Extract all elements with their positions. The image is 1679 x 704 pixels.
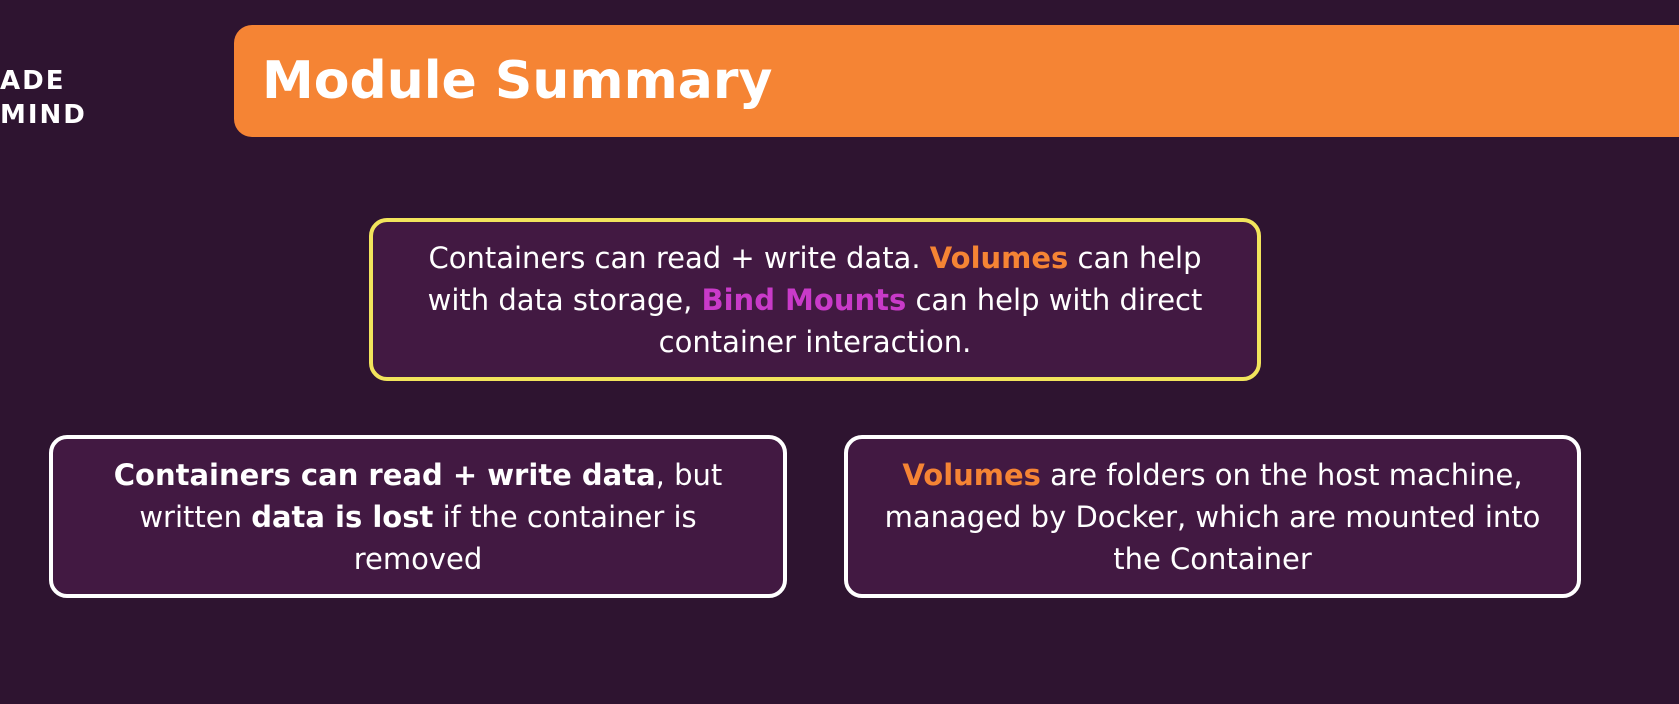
summary-box-volumes: Volumes are folders on the host machine,… bbox=[844, 435, 1581, 598]
overview-text-2: can help with data storage, bbox=[427, 240, 1202, 317]
containers-bold-1: Containers can read + write data bbox=[113, 457, 656, 492]
summary-containers-text: Containers can read + write data, but wr… bbox=[77, 454, 759, 580]
summary-volumes-text: Volumes are folders on the host machine,… bbox=[872, 454, 1553, 580]
summary-box-containers: Containers can read + write data, but wr… bbox=[49, 435, 787, 598]
overview-text-1: Containers can read + write data. bbox=[428, 240, 930, 275]
brand-logo: ADE MIND bbox=[0, 64, 110, 132]
title-bar: Module Summary bbox=[234, 25, 1679, 137]
summary-box-overview: Containers can read + write data. Volume… bbox=[369, 218, 1261, 381]
volumes-highlight-2: Volumes bbox=[902, 457, 1041, 492]
volumes-highlight: Volumes bbox=[929, 240, 1069, 275]
containers-text-2: if the container is removed bbox=[353, 499, 697, 576]
overview-text-3: can help with direct container interacti… bbox=[658, 282, 1203, 359]
containers-text-1: , but written bbox=[139, 457, 723, 534]
logo-line-2: MIND bbox=[0, 100, 87, 130]
logo-line-1: ADE bbox=[0, 66, 66, 96]
summary-overview-text: Containers can read + write data. Volume… bbox=[397, 237, 1233, 363]
bind-mounts-highlight: Bind Mounts bbox=[701, 282, 907, 317]
page-title: Module Summary bbox=[262, 51, 773, 111]
containers-bold-2: data is lost bbox=[251, 499, 434, 534]
volumes-text-1: are folders on the host machine, managed… bbox=[884, 457, 1541, 576]
